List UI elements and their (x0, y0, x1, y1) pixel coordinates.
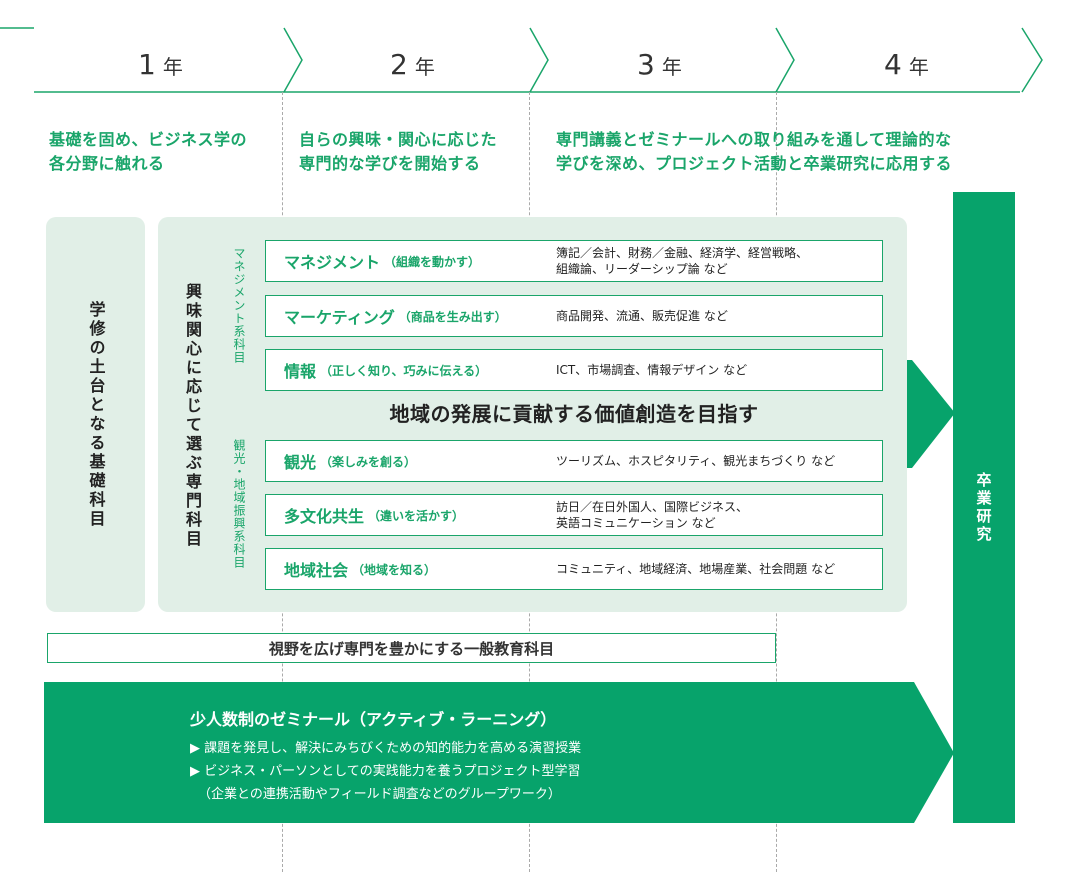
subject-subtitle: （商品を生み出す） (398, 309, 507, 324)
subject-local-community: 地域社会（地域を知る） コミュニティ、地域経済、地場産業、社会問題 など (265, 548, 883, 590)
graduation-thesis-bar: 卒業研究 (953, 192, 1015, 823)
subject-subtitle: （組織を動かす） (384, 254, 481, 269)
subject-tourism: 観光（楽しみを創る） ツーリズム、ホスピタリティ、観光まちづくり など (265, 440, 883, 482)
subject-marketing: マーケティング（商品を生み出す） 商品開発、流通、販売促進 など (265, 295, 883, 337)
year34-description: 専門講義とゼミナールへの取り組みを通して理論的な 学びを深め、プロジェクト活動と… (556, 130, 953, 173)
chevron-3 (775, 27, 795, 93)
chevron-1 (283, 27, 303, 93)
foundation-label: 学修の土台となる基礎科目 (86, 300, 106, 529)
subject-information: 情報（正しく知り、巧みに伝える） ICT、市場調査、情報デザイン など (265, 349, 883, 391)
year-4-unit: 年 (908, 55, 930, 79)
subject-title: 地域社会 (284, 561, 349, 580)
general-education-label: 視野を広げ専門を豊かにする一般教育科目 (268, 639, 555, 658)
management-group-label: マネジメント系科目 (232, 247, 246, 364)
subject-subtitle: （違いを活かす） (368, 508, 465, 523)
seminar-bullet-1: ▶ 課題を発見し、解決にみちびくための知的能力を高める演習授業 (190, 741, 582, 756)
timeline-header (0, 27, 1043, 93)
seminar-bullet-2-note: （企業との連携活動やフィールド調査などのグループワーク） (198, 787, 561, 802)
year-3-unit: 年 (661, 55, 683, 79)
elective-label: 興味関心に応じて選ぶ専門科目 (183, 283, 202, 549)
subject-subtitle: （地域を知る） (352, 562, 437, 577)
seminar-title: 少人数制のゼミナール（アクティブ・ラーニング） (190, 710, 557, 729)
subject-description: ICT、市場調査、情報デザイン など (556, 363, 748, 377)
subject-description: 簿記／会計、財務／金融、経済学、経営戦略、 組織論、リーダーシップ論 など (556, 246, 809, 276)
subject-subtitle: （正しく知り、巧みに伝える） (320, 363, 488, 378)
subject-description: 商品開発、流通、販売促進 など (556, 309, 728, 323)
year-4-num: 4 (884, 48, 903, 81)
seminar-arrow (44, 682, 954, 823)
year-2-unit: 年 (414, 55, 436, 79)
subject-description: ツーリズム、ホスピタリティ、観光まちづくり など (556, 454, 836, 468)
elective-panel: 興味関心に応じて選ぶ専門科目 マネジメント系科目 観光・地域振興系科目 (158, 217, 907, 612)
year2-description: 自らの興味・関心に応じた 専門的な学びを開始する (299, 130, 498, 173)
subject-subtitle: （楽しみを創る） (320, 454, 417, 469)
subject-title: 観光 (284, 453, 317, 472)
year-1-unit: 年 (162, 55, 184, 79)
general-education-bar: 視野を広げ専門を豊かにする一般教育科目 (47, 633, 776, 663)
subject-title: マーケティング (284, 308, 395, 327)
subject-management: マネジメント（組織を動かす） 簿記／会計、財務／金融、経済学、経営戦略、 組織論… (265, 240, 883, 282)
subject-title: マネジメント (284, 253, 381, 272)
year-2-num: 2 (390, 48, 409, 81)
subject-multicultural: 多文化共生（違いを活かす） 訪日／在日外国人、国際ビジネス、 英語コミュニケーシ… (265, 494, 883, 536)
value-creation-arrow (900, 360, 955, 468)
tourism-group-label: 観光・地域振興系科目 (232, 439, 246, 569)
year-1-num: 1 (138, 48, 157, 81)
graduation-thesis-label: 卒業研究 (974, 471, 993, 544)
subject-description: 訪日／在日外国人、国際ビジネス、 英語コミュニケーション など (556, 500, 749, 530)
chevron-4 (1021, 27, 1043, 93)
year-3-num: 3 (637, 48, 656, 81)
subject-title: 情報 (284, 362, 317, 381)
central-goal-text: 地域の発展に貢献する価値創造を目指す (389, 402, 759, 426)
subject-title: 多文化共生 (284, 507, 365, 526)
foundation-panel: 学修の土台となる基礎科目 (46, 217, 145, 612)
subject-description: コミュニティ、地域経済、地場産業、社会問題 など (556, 562, 836, 576)
seminar-bullet-2: ▶ ビジネス・パーソンとしての実践能力を養うプロジェクト型学習 (190, 764, 581, 779)
year1-description: 基礎を固め、ビジネス学の 各分野に触れる (49, 130, 248, 173)
chevron-2 (529, 27, 549, 93)
